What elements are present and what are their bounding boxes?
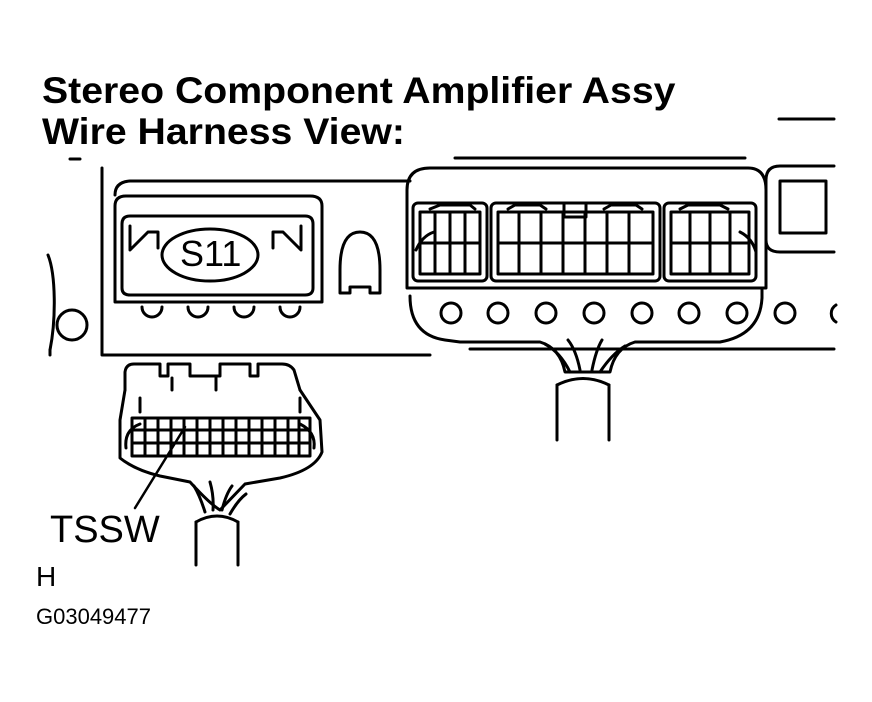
view-code-label: H — [36, 561, 57, 592]
s11-connector — [115, 196, 322, 302]
connector-label-s11: S11 — [180, 233, 242, 274]
s11-label-ellipse — [162, 229, 258, 281]
diagram-title-line-1: Stereo Component Amplifier Assy — [42, 70, 676, 111]
connector-label-tssw: TSSW — [50, 509, 160, 551]
tssw-connector — [120, 364, 322, 510]
figure-id: G03049477 — [36, 604, 151, 629]
diagram-title-line-2: Wire Harness View: — [42, 111, 405, 152]
main-connector-holes — [441, 303, 836, 323]
tssw-harness — [194, 482, 246, 565]
amplifier-housing — [48, 119, 834, 355]
tssw-leader-line — [135, 427, 185, 508]
s11-pin-bumps — [142, 307, 300, 317]
main-harness — [416, 232, 756, 440]
main-connector — [407, 168, 766, 372]
